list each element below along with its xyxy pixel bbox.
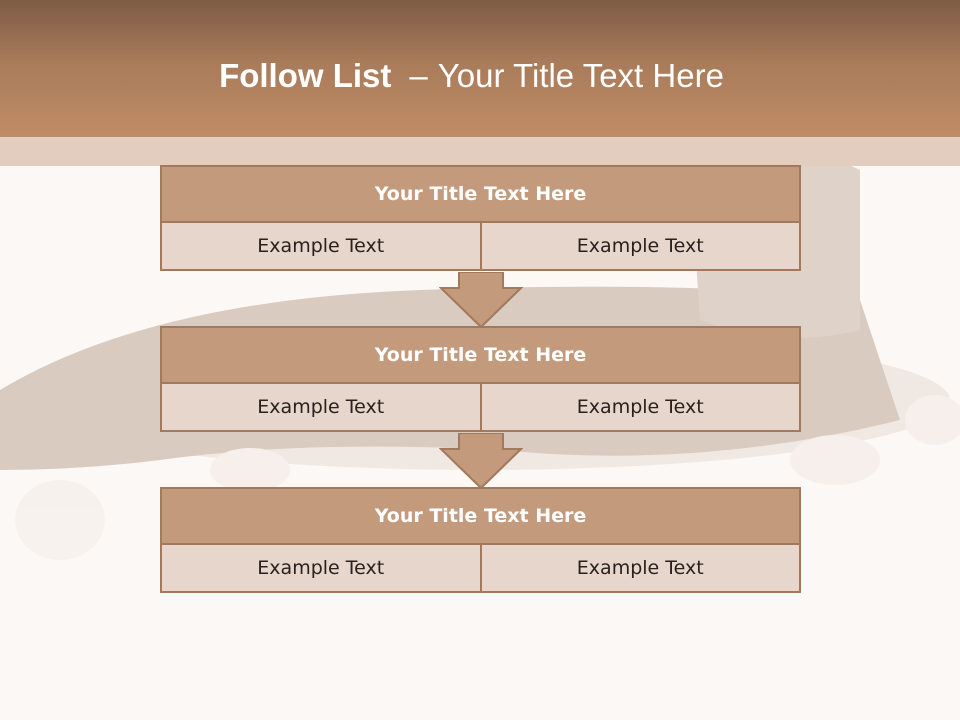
- step-title: Your Title Text Here: [162, 489, 799, 545]
- step-cell-right: Example Text: [479, 223, 800, 269]
- slide-title-rest: Your Title Text Here: [437, 57, 724, 94]
- slide-header: [0, 0, 960, 137]
- down-arrow-icon: [439, 272, 523, 328]
- slide-title-separator: –: [409, 57, 428, 94]
- step-title: Your Title Text Here: [162, 167, 799, 223]
- step-cell-left: Example Text: [257, 396, 385, 418]
- slide-title: Follow List–Your Title Text Here: [0, 52, 943, 100]
- slide-title-bold: Follow List: [219, 57, 392, 94]
- step-block-2: Your Title Text Here Example Text Exampl…: [160, 326, 801, 432]
- step-cell-left: Example Text: [257, 557, 385, 579]
- step-cell-right: Example Text: [479, 545, 800, 591]
- step-cell-left: Example Text: [257, 235, 385, 257]
- step-cell-right: Example Text: [479, 384, 800, 430]
- header-band: [0, 137, 960, 166]
- down-arrow-icon: [439, 433, 523, 489]
- step-title: Your Title Text Here: [162, 328, 799, 384]
- step-block-3: Your Title Text Here Example Text Exampl…: [160, 487, 801, 593]
- step-block-1: Your Title Text Here Example Text Exampl…: [160, 165, 801, 271]
